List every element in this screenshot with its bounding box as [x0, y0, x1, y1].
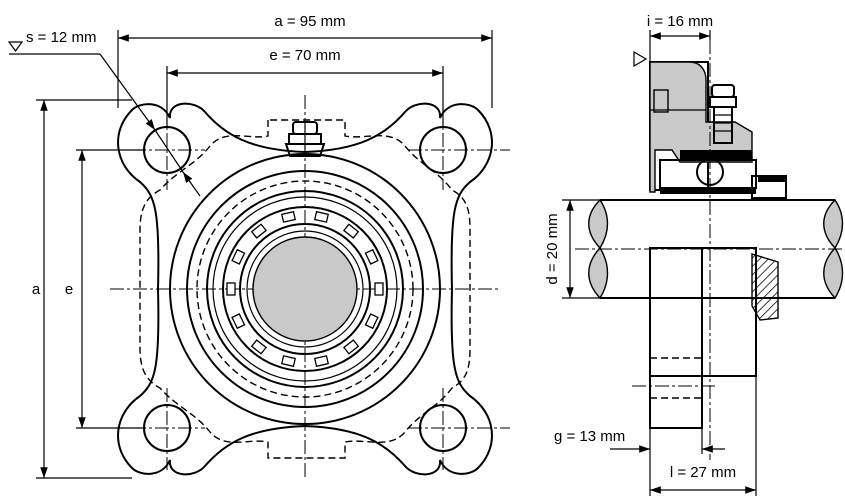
grease-nipple: [284, 121, 326, 157]
dim-e-top: e = 70 mm: [166, 47, 444, 128]
housing-outline: [117, 102, 493, 476]
cage-window: [231, 248, 246, 265]
casting-hidden-outline: [139, 119, 471, 459]
cage-window: [313, 210, 330, 223]
label-e-70: e = 70 mm: [269, 47, 340, 64]
shaft-side: [575, 198, 845, 300]
label-a-95: a = 95 mm: [274, 13, 345, 30]
side-view: i = 16 mm d = 20 mm g = 13 mm l = 27 mm: [544, 13, 845, 496]
outer-race: [212, 196, 398, 382]
front-view: a = 95 mm e = 70 mm s = 12 mm a: [7, 13, 510, 480]
cage-window: [374, 282, 384, 296]
flange-bottom: [649, 375, 703, 429]
bearing-outer-race: [680, 150, 752, 160]
inner-race-dark: [660, 188, 756, 194]
cage-window: [343, 339, 360, 355]
grease-nipple-side: [709, 84, 737, 144]
dim-a-left: a: [32, 99, 132, 479]
dim-d: d = 20 mm: [544, 199, 600, 299]
dim-s: s = 12 mm: [7, 29, 201, 197]
outer-ring-hidden: [196, 180, 414, 398]
inner-ring: [239, 223, 371, 355]
label-a: a: [32, 281, 41, 298]
cage-window: [364, 248, 379, 265]
cage-window: [343, 223, 360, 239]
label-l-27: l = 27 mm: [670, 464, 736, 481]
bearing-outer-face: [186, 170, 424, 408]
cage-windows: [226, 210, 384, 368]
cage-window: [226, 282, 236, 296]
label-i-16: i = 16 mm: [647, 13, 713, 30]
label-d-20: d = 20 mm: [544, 213, 561, 284]
label-s-12: s = 12 mm: [26, 29, 96, 46]
dim-l: l = 27 mm: [650, 376, 757, 496]
cage-window: [280, 210, 297, 223]
cage-window: [280, 355, 297, 368]
cage-ring: [222, 206, 388, 372]
cage-window: [231, 313, 246, 330]
housing-section: [649, 61, 753, 193]
cage-window: [250, 223, 267, 239]
inner-race: [246, 230, 364, 348]
label-e: e: [65, 281, 73, 298]
dim-e-left: e: [65, 149, 146, 429]
shaft-section: [252, 236, 358, 342]
dim-a-top: a = 95 mm: [117, 13, 493, 108]
reference-triangle: [633, 50, 648, 68]
locking-collar: [751, 253, 779, 321]
outer-ring: [206, 190, 404, 388]
cage-window: [313, 355, 330, 368]
housing-bore: [653, 89, 669, 113]
dim-i: i = 16 mm: [633, 13, 713, 68]
dim-g: g = 13 mm: [554, 428, 725, 496]
label-g-13: g = 13 mm: [554, 428, 625, 445]
cage-window: [250, 339, 267, 355]
cage-window: [364, 313, 379, 330]
